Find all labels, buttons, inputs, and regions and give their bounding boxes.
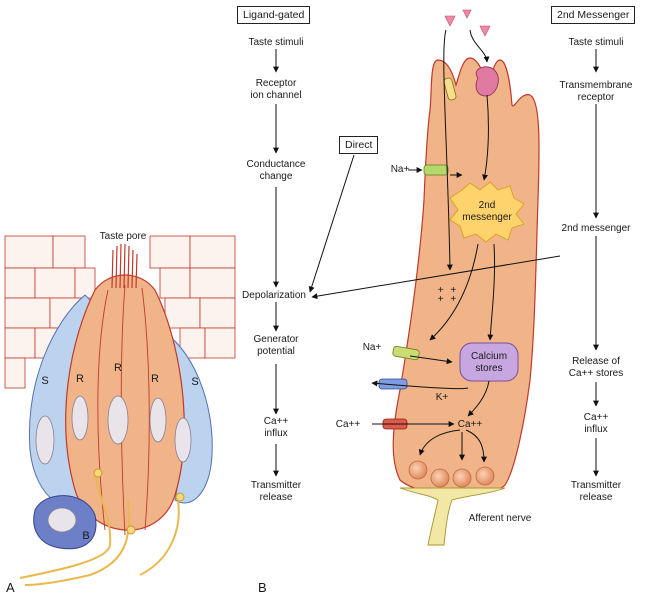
na-label-mid: Na+ — [362, 342, 382, 353]
support-cell-left-label: S — [41, 375, 49, 387]
basal-cell-label: B — [82, 530, 90, 542]
sm-step-second-messenger: 2nd messenger — [561, 223, 631, 234]
lg-step-transmitter-release: Transmitter release — [250, 480, 302, 503]
sm-step-transmitter-release: Transmitter release — [570, 480, 622, 503]
microvilli — [111, 243, 138, 289]
basal-cell-nucleus — [47, 507, 77, 533]
epithelium-left — [4, 235, 96, 389]
nerve-fibers — [19, 474, 180, 586]
ligand-gated-header: Ligand-gated — [237, 6, 311, 24]
lg-step-conductance-change: Conductance change — [246, 159, 306, 182]
receptor-ion-channel — [443, 77, 457, 101]
panel-a-label: A — [6, 580, 15, 595]
second-messenger-header: 2nd Messenger — [551, 6, 636, 24]
afferent-nerve — [399, 487, 506, 546]
lg-step-depolarization: Depolarization — [242, 290, 306, 301]
lg-step-receptor-ion-channel: Receptor ion channel — [250, 78, 302, 101]
afferent-nerve-label: Afferent nerve — [468, 513, 532, 524]
second-messenger-blob-label: 2nd messenger — [462, 200, 512, 223]
support-cell-right-label: S — [191, 376, 199, 388]
calcium-stores-label: Calcium stores — [470, 351, 508, 374]
cell-nuclei — [35, 395, 192, 465]
nerve-terminals — [93, 468, 185, 535]
lg-step-ca-influx: Ca++ influx — [263, 416, 289, 439]
direct-label: Direct — [339, 136, 379, 154]
ca-label-right: Ca++ — [457, 419, 483, 430]
transmitter-vesicles — [408, 460, 495, 488]
sm-step-release-ca-stores: Release of Ca++ stores — [568, 356, 624, 379]
na-channel-top — [423, 164, 449, 176]
taste-pore-label: Taste pore — [99, 231, 147, 242]
transmembrane-receptor — [475, 66, 499, 97]
panel-a-diagram — [4, 235, 236, 586]
receptor-cell-1-label: R — [76, 373, 84, 385]
cross-pathway-arrows — [308, 154, 561, 300]
cell-pathway-arrows — [371, 29, 496, 463]
sm-step-transmembrane-receptor: Transmembrane receptor — [559, 80, 633, 103]
sm-step-ca-influx: Ca++ influx — [583, 412, 609, 435]
k-label: K+ — [435, 392, 449, 403]
second-messenger-blob — [449, 181, 525, 243]
taste-stimulus-particles — [444, 9, 491, 37]
panel-b-cell-diagram — [371, 9, 540, 546]
ca-label-left: Ca++ — [335, 419, 361, 430]
lg-step-taste-stimuli: Taste stimuli — [248, 37, 304, 48]
lg-step-generator-potential: Generator potential — [253, 334, 299, 357]
epithelium-right — [149, 235, 236, 359]
plus-signs-label: + + + + — [437, 285, 459, 305]
panel-b-label: B — [258, 580, 267, 595]
na-label-top: Na+ — [390, 164, 410, 175]
receptor-cell-2-label: R — [114, 362, 122, 374]
sm-step-taste-stimuli: Taste stimuli — [568, 37, 624, 48]
receptor-cell-3-label: R — [151, 373, 159, 385]
